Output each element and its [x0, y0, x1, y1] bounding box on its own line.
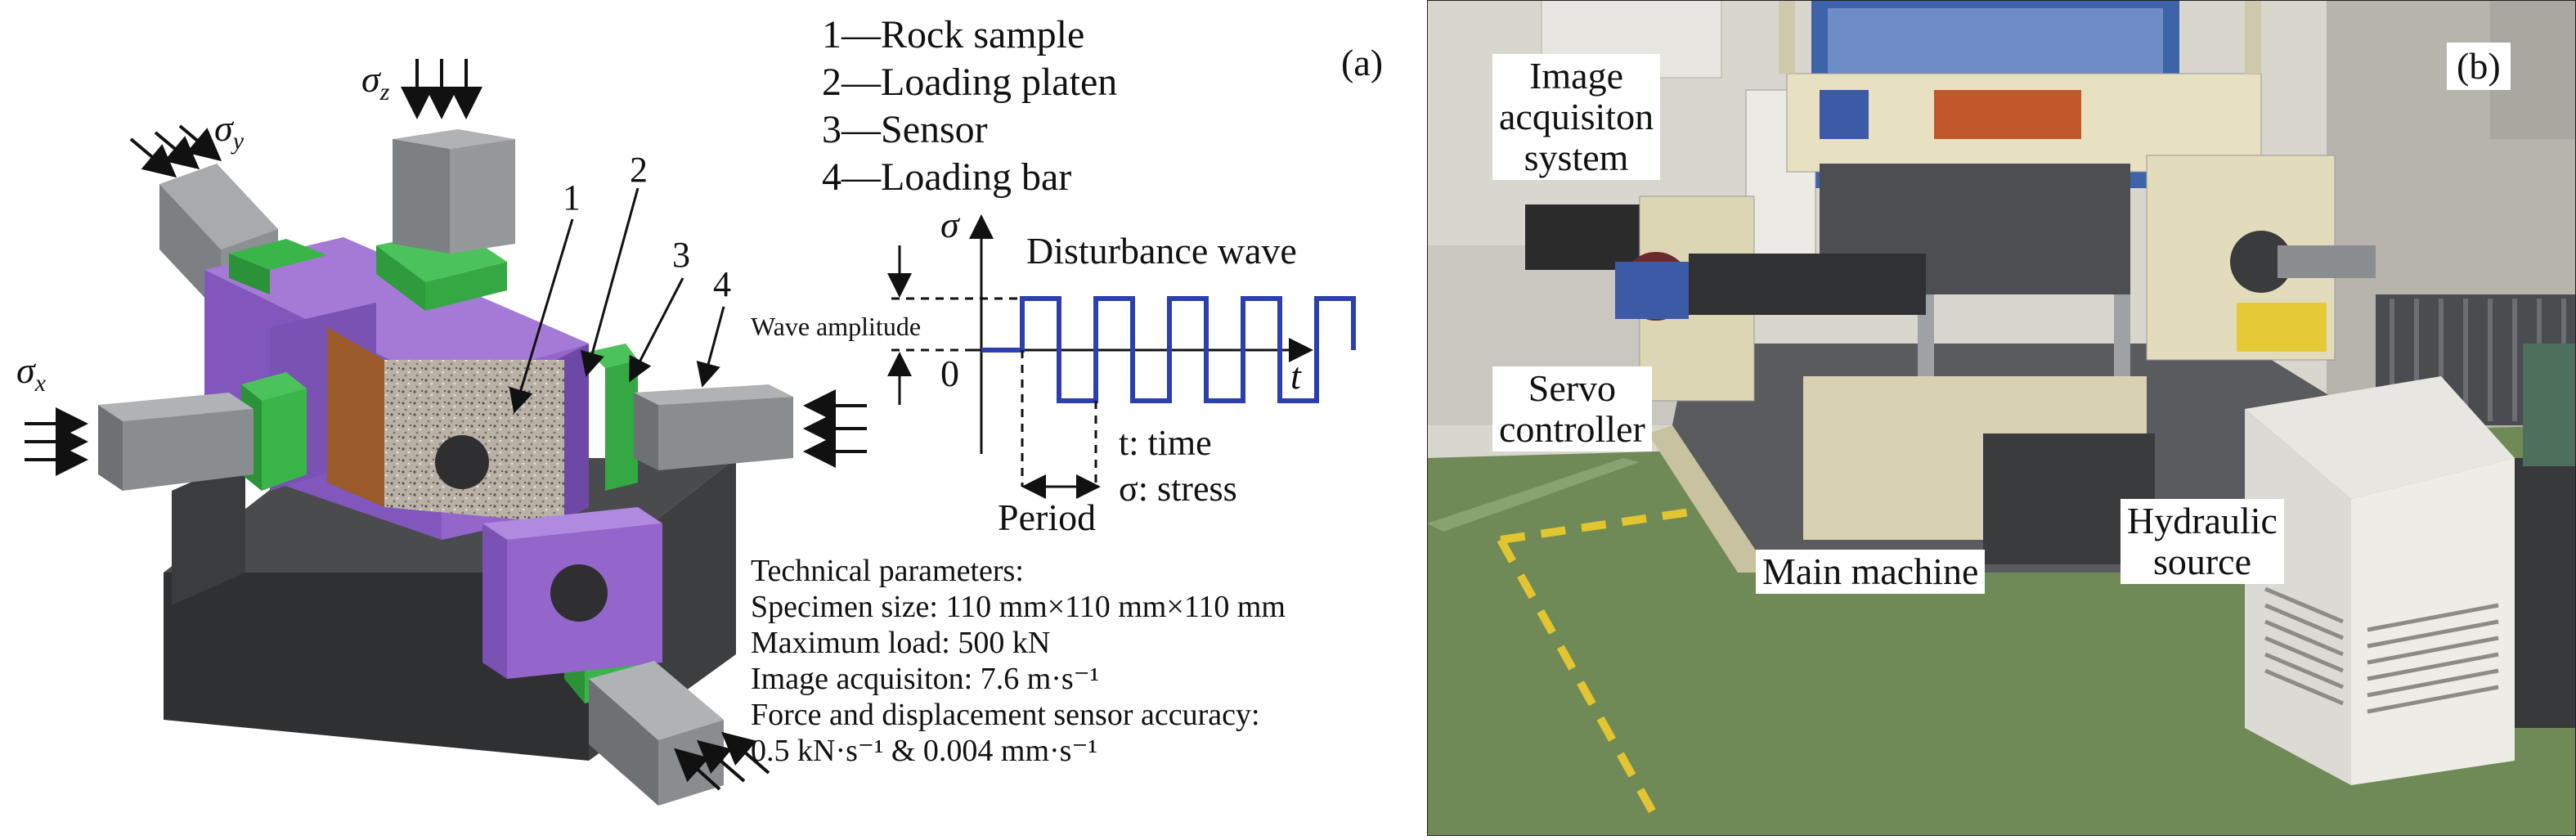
wave-x-label: t — [1290, 355, 1302, 397]
loading-apparatus-schematic: σz σy σx 1 2 3 4 σ t 0 Disturbance wave … — [16, 58, 1356, 806]
safety-tape — [1497, 537, 1660, 820]
label-image-acquisition: Image acquisiton system — [1492, 54, 1661, 180]
wave-sigma-meaning: σ: stress — [1119, 469, 1237, 509]
wave-t-meaning: t: time — [1119, 423, 1212, 463]
front-hole — [550, 564, 608, 622]
panel-b-tag: (b) — [2447, 43, 2511, 90]
front-platen — [482, 507, 662, 679]
servo-controller-box — [1615, 262, 1689, 319]
wave-origin: 0 — [940, 353, 959, 394]
hydraulic-source — [2245, 344, 2576, 785]
sigma-y-label: σy — [214, 107, 245, 155]
sample-hole — [435, 435, 489, 489]
callout-4: 4 — [713, 264, 731, 304]
loading-bar-z — [393, 129, 515, 254]
parameter-row: Force and displacement sensor accuracy: — [751, 698, 1260, 732]
parameters-heading: Technical parameters: — [751, 554, 1024, 588]
panel-a: σz σy σx 1 2 3 4 σ t 0 Disturbance wave … — [16, 13, 1384, 806]
square-wave — [981, 296, 1356, 403]
parameter-row: Specimen size: 110 mm×110 mm×110 mm — [751, 590, 1286, 624]
legend-item: 3—Sensor — [822, 108, 988, 151]
disturbance-waveform: σ t 0 Disturbance wave Wave amplitude Pe… — [751, 204, 1356, 538]
panel-a-tag: (a) — [1341, 42, 1384, 83]
legend-item: 4—Loading bar — [822, 155, 1072, 199]
callout-1: 1 — [563, 177, 581, 218]
wave-period-label: Period — [998, 496, 1096, 538]
label-main-machine: Main machine — [1756, 550, 1986, 594]
label-servo-controller: Servo controller — [1492, 366, 1652, 451]
sigma-x-label: σx — [16, 349, 47, 397]
stress-arrows — [25, 59, 867, 791]
wave-title: Disturbance wave — [1026, 230, 1297, 272]
sigma-z-label: σz — [361, 58, 390, 106]
parameter-row: Image acquisiton: 7.6 m·s⁻¹ — [751, 662, 1100, 696]
callout-leaders — [509, 187, 725, 414]
parameter-row: Maximum load: 500 kN — [751, 626, 1051, 660]
panel-b-photo: Image acquisiton system Servo controller… — [1426, 0, 2576, 837]
wave-amplitude-label: Wave amplitude — [751, 312, 921, 341]
label-hydraulic-source: Hydraulic source — [2120, 499, 2284, 584]
technical-parameters: Technical parameters: Specimen size: 110… — [751, 553, 1286, 769]
callout-3: 3 — [672, 235, 690, 275]
loading-bar-x — [98, 393, 254, 491]
test-machine-photo — [1426, 0, 2576, 837]
legend-item: 1—Rock sample — [822, 13, 1085, 56]
loading-bar-front — [589, 661, 724, 806]
floor-highlight — [1427, 458, 1640, 532]
parameter-row: 0.5 kN·s⁻¹ & 0.004 mm·s⁻¹ — [751, 734, 1097, 768]
callout-2: 2 — [630, 150, 648, 190]
wave-y-label: σ — [940, 204, 961, 245]
legend-item: 2—Loading platen — [822, 61, 1118, 104]
loading-bar-right — [634, 384, 793, 470]
